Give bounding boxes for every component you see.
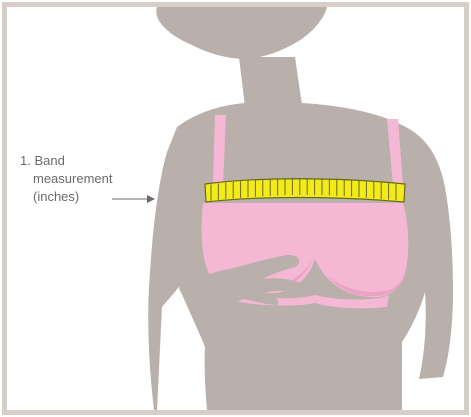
arrow-right-icon [112, 195, 155, 203]
step-number: 1. [20, 153, 31, 168]
band-measurement-illustration [7, 7, 464, 410]
label-line-1: Band [34, 153, 64, 168]
label-line-2: measurement [20, 170, 112, 188]
label-line-3: (inches) [20, 188, 112, 206]
band-measurement-label: 1. Band measurement (inches) [20, 152, 112, 206]
